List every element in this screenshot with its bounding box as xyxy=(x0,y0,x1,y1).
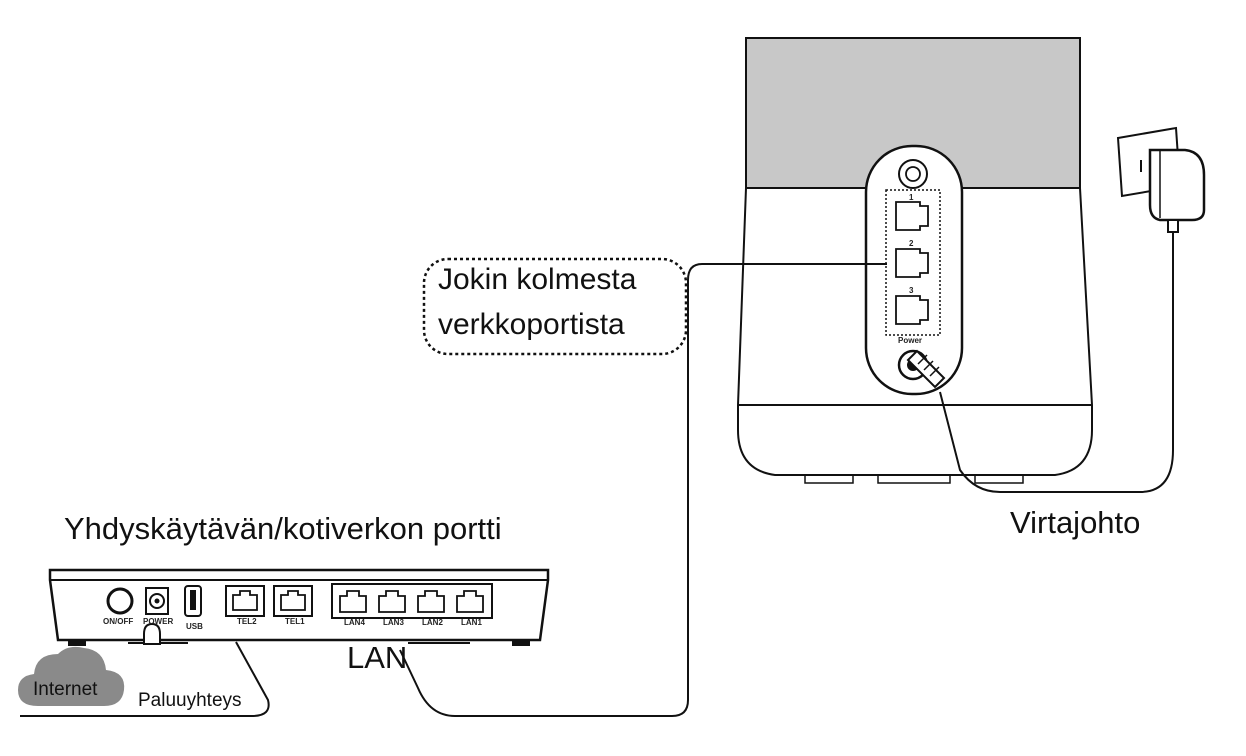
gateway-lan3-label: LAN3 xyxy=(383,618,404,627)
internet-label: Internet xyxy=(33,679,98,700)
gateway-on-off-button[interactable] xyxy=(106,587,134,615)
gateway-lan1-port[interactable] xyxy=(456,590,484,613)
lan-port-callout xyxy=(422,257,688,356)
gateway-usb-label: USB xyxy=(186,622,203,631)
power-cable xyxy=(939,232,1174,493)
reset-icon xyxy=(905,166,921,182)
gateway-lan2-label: LAN2 xyxy=(422,618,443,627)
router-lan-port-2[interactable] xyxy=(895,248,929,278)
gateway-on-off-label: ON/OFF xyxy=(103,617,134,626)
gateway-foot xyxy=(512,640,530,646)
gateway-power-label: POWER xyxy=(143,617,174,626)
gateway-tel2-label: TEL2 xyxy=(237,617,257,626)
wall-adapter xyxy=(1116,126,1206,233)
power-cable-label: Virtajohto xyxy=(1010,505,1141,540)
router-port-2-label: 2 xyxy=(909,239,914,248)
gateway-device xyxy=(48,568,550,646)
adapter-cable-strain xyxy=(1167,219,1179,233)
gateway-title: Yhdyskäytävän/kotiverkon portti xyxy=(64,511,502,546)
lan-label: LAN xyxy=(347,640,408,675)
router-port-3-label: 3 xyxy=(909,286,914,295)
router-body xyxy=(737,37,1093,476)
uplink-cable xyxy=(20,641,270,717)
callout-text-line1: Jokin kolmesta xyxy=(438,263,637,296)
router-port-1-label: 1 xyxy=(909,193,914,202)
router-device xyxy=(737,37,1093,484)
gateway-lan2-port[interactable] xyxy=(417,590,445,613)
router-foot xyxy=(974,474,1024,484)
uplink-label: Paluuyhteys xyxy=(138,690,242,711)
router-foot xyxy=(804,474,854,484)
gateway-foot xyxy=(68,640,86,646)
gateway-lan3-port[interactable] xyxy=(378,590,406,613)
gateway-lan4-port[interactable] xyxy=(339,590,367,613)
reset-button[interactable] xyxy=(898,159,928,189)
lan-port-group-highlight xyxy=(885,189,941,336)
uplink-plug xyxy=(143,622,161,645)
router-lan-port-1[interactable] xyxy=(895,201,929,231)
lan-cable xyxy=(399,263,887,717)
router-power-label: Power xyxy=(898,336,923,345)
callout-text-line2: verkkoportista xyxy=(438,308,625,341)
gateway-lan1-label: LAN1 xyxy=(461,618,482,627)
router-foot xyxy=(877,474,951,484)
gateway-tel1-label: TEL1 xyxy=(285,617,305,626)
gateway-lan4-label: LAN4 xyxy=(344,618,365,627)
power-adapter xyxy=(1148,148,1206,222)
router-lan-port-3[interactable] xyxy=(895,295,929,325)
internet-cloud-icon xyxy=(18,646,125,706)
